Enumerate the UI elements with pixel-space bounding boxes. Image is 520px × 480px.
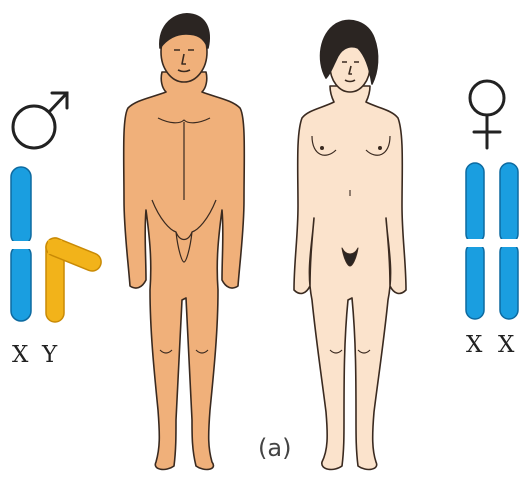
female-x-chromosome-1 [465,163,485,319]
male-y-chromosome [43,235,104,322]
figure-caption: (a) [258,434,291,462]
female-x-label-1: X [466,332,483,358]
female-symbol-icon [470,81,504,148]
male-x-chromosome [10,167,32,321]
male-y-label: Y [41,342,58,368]
male-symbol-icon [13,93,67,148]
male-figure [124,14,245,470]
female-x-label-2: X [498,332,515,358]
female-x-chromosome-2 [499,163,519,319]
female-figure [294,20,406,469]
male-x-label: X [12,342,29,368]
